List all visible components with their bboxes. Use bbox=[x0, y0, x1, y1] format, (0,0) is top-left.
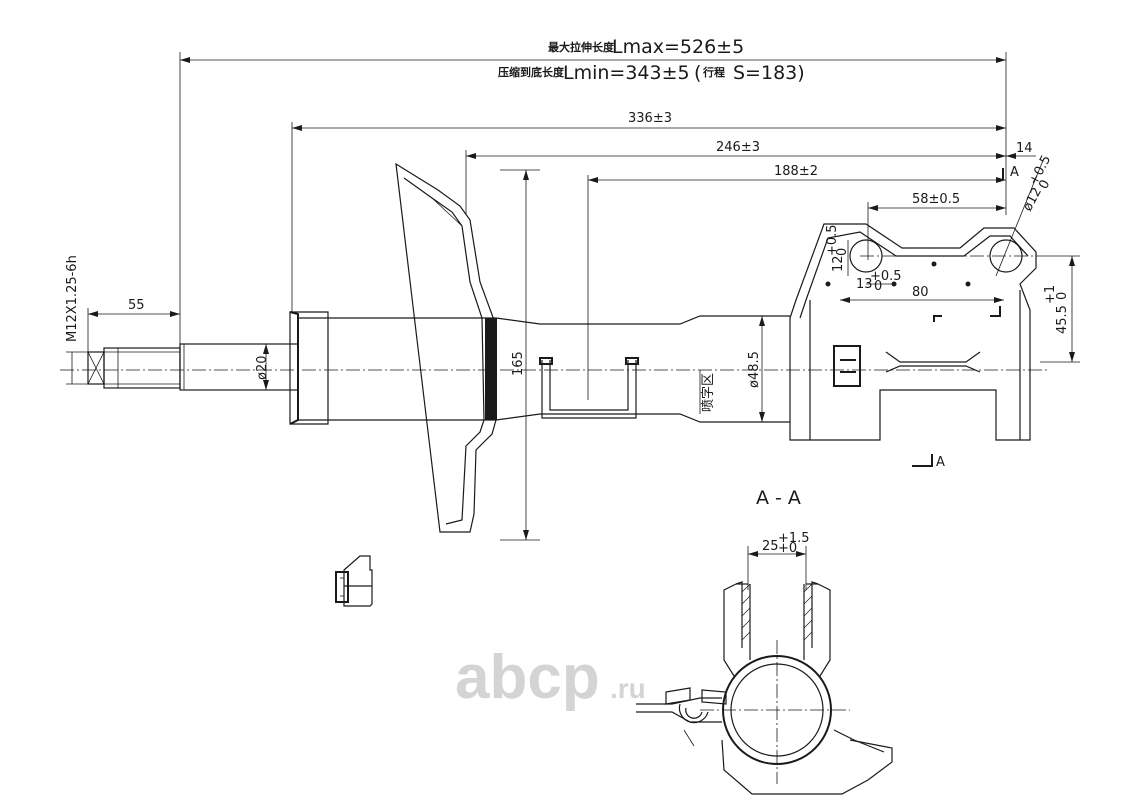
dim-80-label: 80 bbox=[912, 285, 929, 300]
section-marker-bottom-label: A bbox=[936, 455, 945, 470]
lmax-value: Lmax=526±5 bbox=[612, 36, 744, 58]
lmin-value: Lmin=343±5 bbox=[563, 62, 690, 84]
dim-25-tol-lo: +0 bbox=[778, 541, 797, 556]
section-marker-bottom: A bbox=[912, 454, 945, 470]
piston-rod: ø20 bbox=[179, 343, 299, 391]
dim-336-label: 336±3 bbox=[628, 111, 672, 126]
dim-25-base: 25 bbox=[762, 539, 779, 554]
body-diameter-label: ø48.5 bbox=[747, 351, 762, 388]
dim-45-tol-lo: 0 bbox=[1055, 292, 1070, 300]
dim-45-base: 45.5 bbox=[1055, 305, 1070, 334]
section-title: A - A bbox=[756, 487, 801, 509]
lmax-cn-label: 最大拉伸长度 bbox=[548, 40, 615, 54]
dimension-246: 246±3 14 bbox=[465, 140, 1036, 215]
dim-58-label: 58±0.5 bbox=[912, 192, 960, 207]
section-aa-view: 25 +1.5 +0 bbox=[636, 531, 893, 795]
knuckle-bracket bbox=[789, 223, 1040, 441]
dim-14-label: 14 bbox=[1016, 141, 1033, 156]
dim-12-base: 12 bbox=[831, 255, 846, 272]
dim-13-tol-lo: 0 bbox=[874, 279, 882, 294]
dim-12-tol-up: +0.5 bbox=[825, 224, 840, 256]
knuckle-dimensions: 12 +0.5 0 13 +0.5 0 80 45.5 +1 0 ø12 +0.… bbox=[825, 153, 1080, 363]
lmin-cn-label: 压缩到底长度 bbox=[498, 65, 565, 79]
stroke-cn-label: 行程 bbox=[702, 65, 725, 79]
section-marker-top-label: A bbox=[1010, 165, 1019, 180]
stroke-open-paren: ( bbox=[694, 62, 701, 84]
dust-cap bbox=[289, 311, 329, 425]
thread-spec-label: M12X1.25-6h bbox=[65, 255, 80, 342]
dim-25-tol-up: +1.5 bbox=[778, 531, 810, 546]
dim-12-tol-lo: 0 bbox=[835, 248, 850, 256]
section-marker-top: A bbox=[1002, 165, 1019, 180]
rod-diameter-label: ø20 bbox=[255, 356, 270, 381]
spring-seat: 165 bbox=[395, 162, 540, 541]
dim-188-label: 188±2 bbox=[774, 164, 818, 179]
watermark-text: abcp bbox=[455, 643, 600, 712]
dimension-188: 188±2 bbox=[587, 164, 1006, 400]
overall-length-dimension: 最大拉伸长度 Lmax=526±5 压缩到底长度 Lmin=343±5 ( 行程… bbox=[179, 36, 1007, 390]
dim-13-tol-up: +0.5 bbox=[870, 269, 902, 284]
outer-tube: ø48.5 喷字区 bbox=[328, 315, 790, 423]
print-zone-label: 喷字区 bbox=[701, 373, 716, 412]
dimension-336: 336±3 bbox=[291, 111, 1006, 312]
dim-45-tol-up: +1 bbox=[1043, 285, 1058, 304]
nut-detail bbox=[335, 555, 373, 607]
dim-246-label: 246±3 bbox=[716, 140, 760, 155]
thread-end: 55 M12X1.25-6h bbox=[65, 255, 181, 389]
watermark: abcp .ru bbox=[455, 643, 646, 712]
watermark-suffix: .ru bbox=[610, 673, 646, 704]
dim-55-label: 55 bbox=[128, 298, 145, 313]
hole-dia-base: ø12 bbox=[1020, 185, 1045, 214]
dim-165-label: 165 bbox=[511, 351, 526, 376]
tube-bracket bbox=[539, 357, 639, 419]
dim-13-base: 13 bbox=[856, 277, 873, 292]
stroke-value: S=183) bbox=[733, 62, 805, 84]
dimension-58: 58±0.5 bbox=[867, 192, 1006, 260]
